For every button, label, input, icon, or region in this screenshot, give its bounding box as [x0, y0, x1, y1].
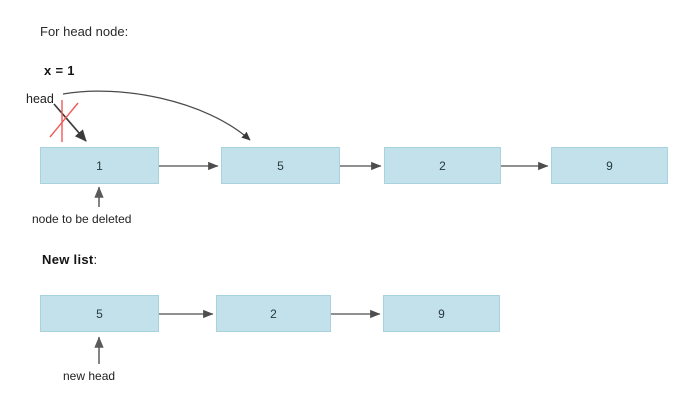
new-list-heading: New list: [42, 252, 97, 267]
section-title: For head node: [40, 24, 129, 39]
node-original-1: 5 [221, 147, 340, 184]
annotation-node-to-be-deleted: node to be deleted [32, 212, 132, 226]
node-value: 9 [438, 306, 445, 321]
node-new-0: 5 [40, 295, 159, 332]
variable-label: x = 1 [44, 63, 75, 78]
node-value: 5 [277, 158, 284, 173]
node-value: 1 [96, 158, 103, 173]
arrow-head-to-node5-curve [62, 90, 251, 141]
node-value: 2 [270, 306, 277, 321]
node-new-1: 2 [216, 295, 331, 332]
node-value: 5 [96, 306, 103, 321]
node-value: 2 [439, 158, 446, 173]
annotation-new-head: new head [63, 369, 116, 383]
node-value: 9 [606, 158, 613, 173]
head-pointer-label: head [26, 92, 54, 106]
node-original-2: 2 [384, 147, 501, 184]
node-new-2: 9 [383, 295, 500, 332]
node-original-0: 1 [40, 147, 159, 184]
arrow-head-to-node1 [53, 103, 87, 142]
new-list-label: New list [42, 252, 94, 267]
node-original-3: 9 [551, 147, 668, 184]
cross-mark-icon-diagonal [49, 102, 79, 138]
new-list-colon: : [93, 252, 98, 267]
